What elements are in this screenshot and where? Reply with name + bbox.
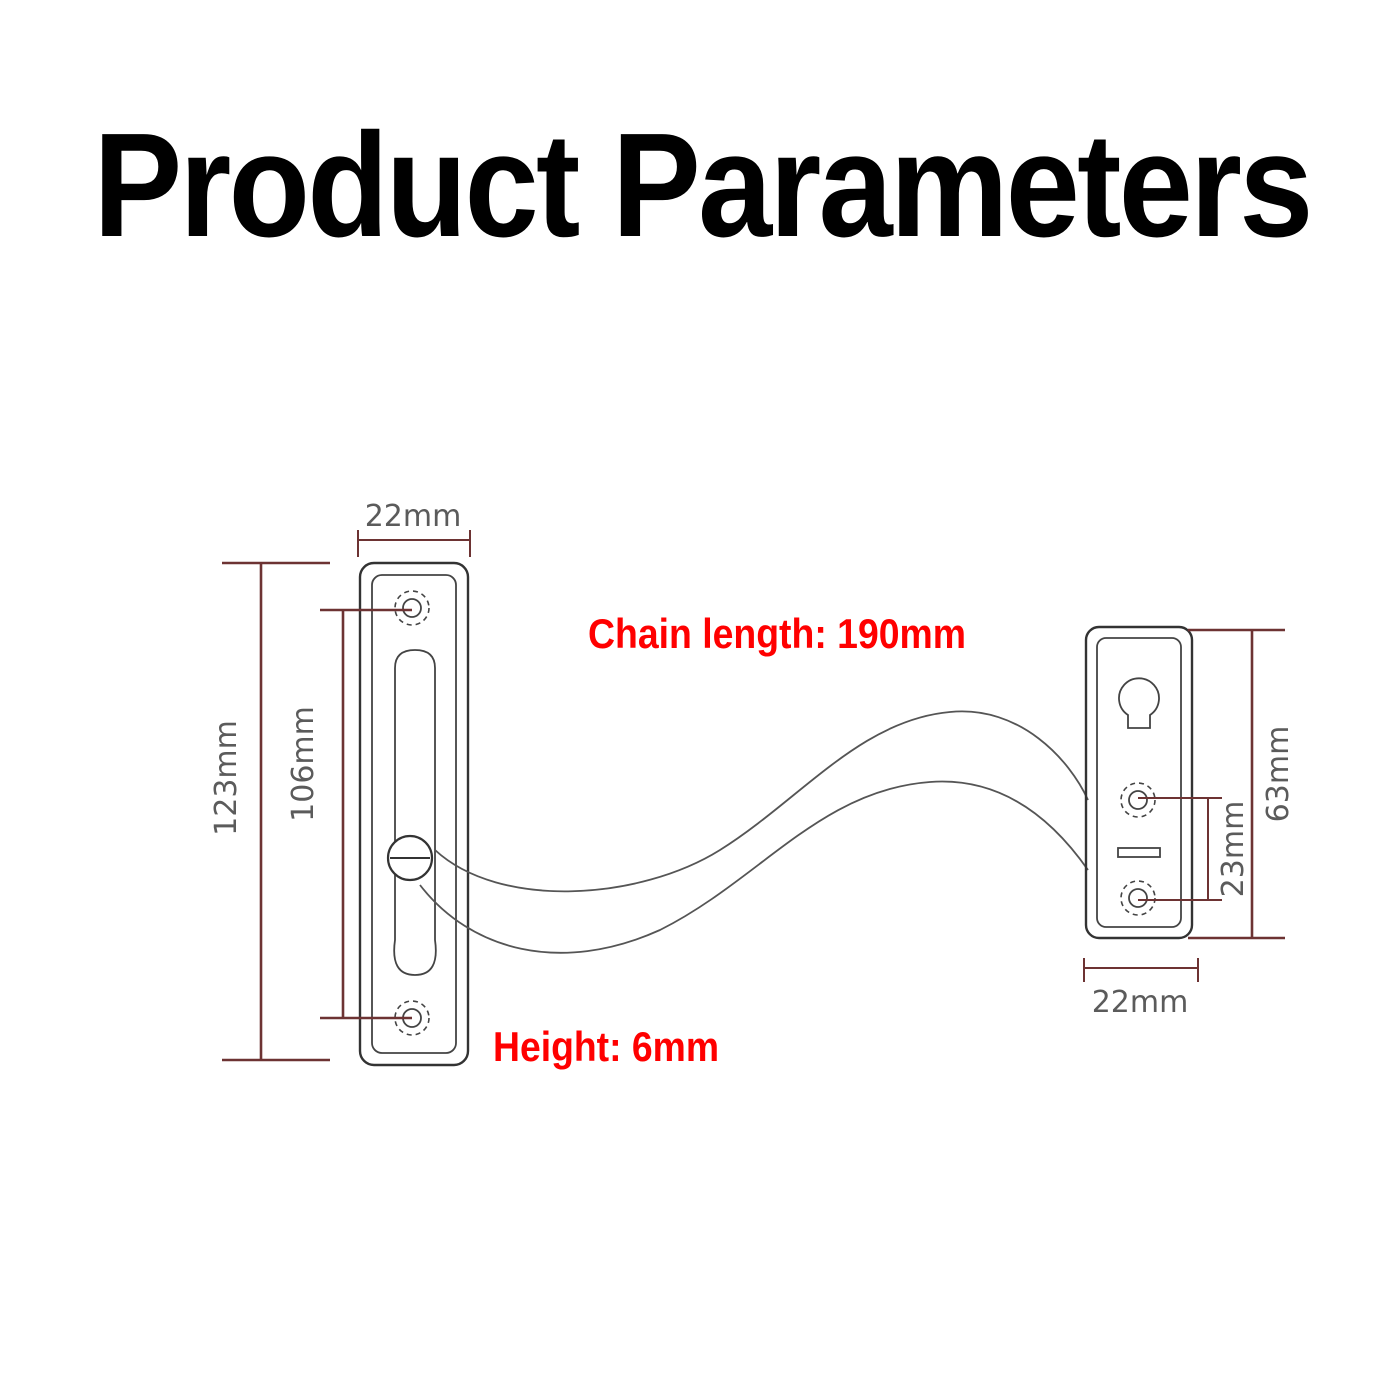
- right-hole-spacing-label: 23mm: [1216, 801, 1251, 898]
- right-bottom-screw-hole: [1120, 880, 1156, 916]
- right-top-screw-hole: [1120, 782, 1156, 818]
- left-plate-slot: [393, 649, 437, 976]
- left-plate-outer-outline: [358, 561, 470, 1067]
- chain: [419, 710, 1089, 954]
- left-plate-inner-outline: [371, 574, 457, 1054]
- left-plate: [358, 561, 470, 1067]
- right-plate-slot: [1117, 847, 1161, 858]
- right-height-label: 63mm: [1261, 726, 1296, 823]
- left-top-screw-hole: [394, 590, 430, 626]
- page-title: Product Parameters: [93, 103, 1313, 268]
- right-plate: [1084, 625, 1194, 940]
- chain-length-annotation: Chain length: 190mm: [588, 610, 966, 657]
- right-width-label: 22mm: [1092, 985, 1189, 1020]
- left-width-label: 22mm: [365, 499, 462, 534]
- right-dimension-lines: [1083, 628, 1285, 982]
- left-hole-spacing-label: 106mm: [286, 706, 321, 822]
- right-plate-inner-outline: [1096, 637, 1182, 928]
- keyhole-icon: [1118, 677, 1160, 729]
- left-total-height-label: 123mm: [209, 720, 244, 836]
- left-dimension-lines: [222, 530, 471, 1062]
- right-plate-outer-outline: [1084, 625, 1194, 940]
- height-annotation: Height: 6mm: [493, 1023, 719, 1070]
